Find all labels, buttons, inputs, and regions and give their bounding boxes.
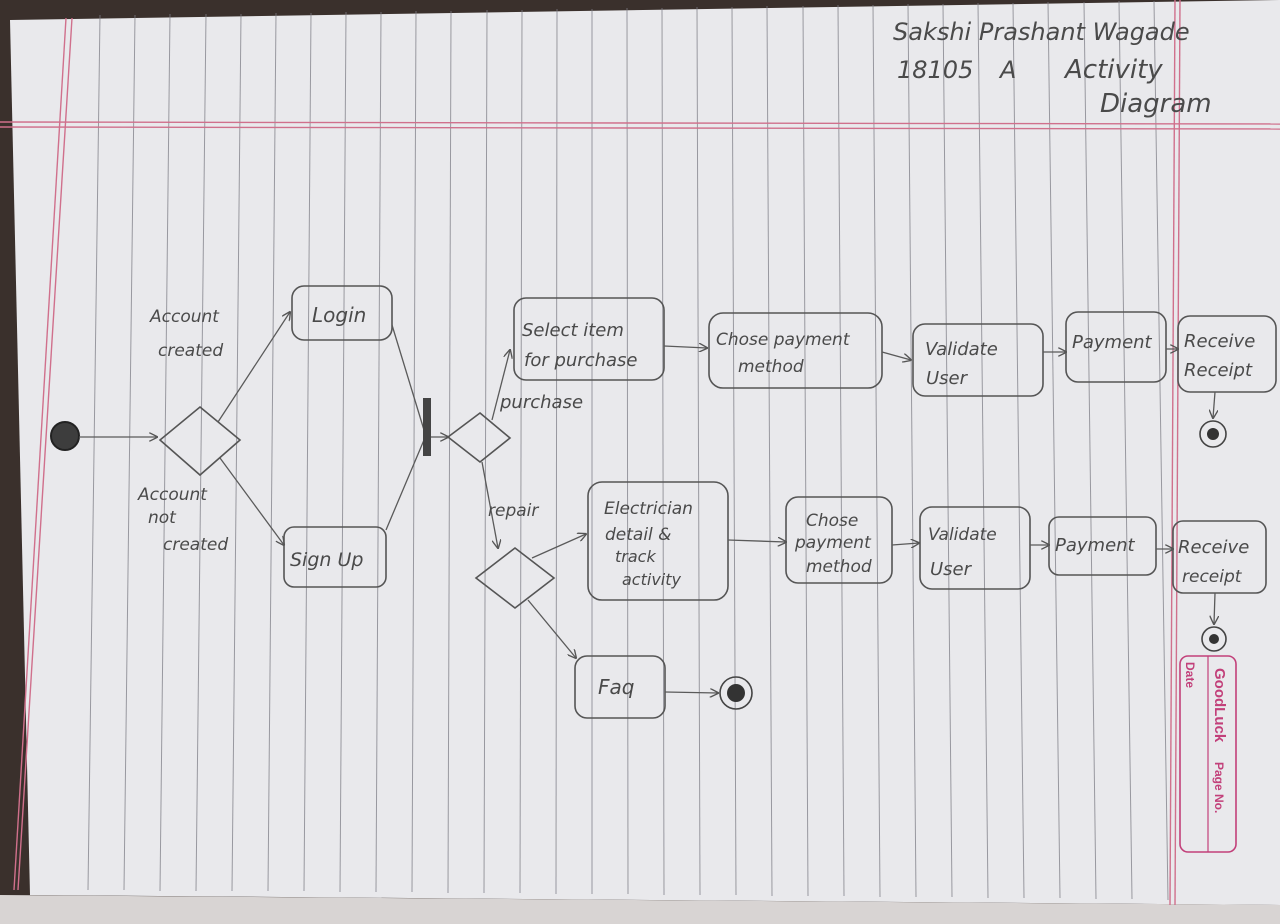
- header: Sakshi Prashant Wagade 18105 A Activity …: [893, 18, 1212, 119]
- final-node-repair-core: [1209, 634, 1219, 644]
- final-node-purchase-core: [1207, 428, 1219, 440]
- join-bar: [423, 398, 431, 456]
- activity-chose-payment-2: [785, 496, 893, 584]
- diagram-title-line1: Activity: [1063, 55, 1163, 85]
- activity-chose-payment-2-line3: method: [806, 557, 872, 577]
- flow-to-select-item: [491, 350, 510, 421]
- activity-receive-receipt-2: [1172, 520, 1267, 594]
- roll-number: 18105: [897, 56, 973, 84]
- activity-validate-user-1-line1: Validate: [925, 339, 998, 360]
- activity-faq-label: Faq: [598, 675, 634, 699]
- diagram-title-line2: Diagram: [1100, 89, 1212, 119]
- activity-receive-receipt-1: [1177, 315, 1277, 393]
- svg-text:Account: Account: [149, 307, 220, 327]
- author-name: Sakshi Prashant Wagade: [893, 18, 1190, 46]
- flow-to-repair: [481, 461, 498, 548]
- activity-signup-label: Sign Up: [290, 549, 363, 571]
- initial-node: [50, 421, 80, 451]
- flow-select-to-pay-method: [663, 346, 707, 348]
- final-node-repair: [1201, 626, 1227, 652]
- guard-purchase: purchase: [499, 392, 583, 413]
- flow-to-electrician: [531, 534, 586, 559]
- guard-account-not-created: Account not created: [137, 485, 228, 555]
- stamp-date-label: Date: [1183, 662, 1197, 688]
- flow-receipt-to-end-2: [1214, 592, 1215, 624]
- svg-text:created: created: [163, 535, 228, 555]
- activity-electrician-line2: detail &: [605, 525, 671, 545]
- activity-electrician-line4: activity: [622, 570, 682, 589]
- svg-text:Account: Account: [137, 485, 208, 505]
- activity-receive-receipt-2-line2: receipt: [1182, 567, 1243, 587]
- activity-payment-2-label: Payment: [1055, 535, 1136, 556]
- activity-chose-payment-1: [708, 312, 883, 389]
- notebook-stamp: GoodLuck Date Page No.: [1179, 655, 1237, 853]
- stamp-brand: GoodLuck: [1211, 668, 1228, 743]
- flow-pay-method-to-validate-1: [881, 351, 911, 360]
- flow-electrician-to-pay-method: [727, 540, 786, 542]
- activity-receive-receipt-1-line2: Receipt: [1184, 360, 1253, 381]
- final-node-faq: [719, 676, 753, 710]
- activity-receive-receipt-2-line1: Receive: [1178, 537, 1249, 558]
- activity-chose-payment-2-line1: Chose: [806, 511, 858, 531]
- stamp-page-label: Page No.: [1212, 762, 1226, 813]
- activity-validate-user-1-line2: User: [926, 368, 969, 389]
- decision-service: [446, 411, 512, 464]
- activity-login: [291, 285, 393, 341]
- activity-select-item-line1: Select item: [522, 320, 624, 341]
- activity-select-item: [513, 297, 665, 381]
- flow-to-signup: [219, 457, 284, 545]
- activity-electrician: [587, 481, 729, 601]
- activity-chose-payment-2-line2: payment: [794, 533, 872, 553]
- guard-account-created: Account created: [149, 307, 223, 361]
- flow-receipt-to-end-1: [1213, 391, 1215, 418]
- decision-account: [158, 405, 242, 477]
- activity-electrician-line3: track: [615, 547, 656, 566]
- guard-repair: repair: [488, 501, 539, 521]
- activity-select-item-line2: for purchase: [524, 350, 638, 371]
- final-node-purchase: [1199, 420, 1227, 448]
- activity-validate-user-1: [912, 323, 1044, 397]
- activity-faq: [574, 655, 666, 719]
- svg-text:created: created: [158, 341, 223, 361]
- activity-validate-user-2-line2: User: [930, 559, 973, 580]
- activity-signup: [283, 526, 387, 588]
- flow-to-faq: [527, 599, 576, 658]
- activity-chose-payment-1-line2: method: [738, 357, 804, 377]
- notebook-page: [10, 0, 1280, 905]
- activity-payment-2: [1048, 516, 1157, 576]
- flow-to-login: [217, 312, 290, 423]
- flow-faq-to-end: [664, 692, 718, 693]
- flow-signup-to-join: [385, 439, 425, 531]
- activity-validate-user-2: [919, 506, 1031, 590]
- activity-payment-1: [1065, 311, 1167, 383]
- activity-login-label: Login: [312, 303, 366, 327]
- svg-text:not: not: [148, 508, 177, 528]
- activity-payment-1-label: Payment: [1072, 332, 1153, 353]
- activity-electrician-line1: Electrician: [604, 499, 693, 519]
- activity-chose-payment-1-line1: Chose payment: [716, 330, 851, 350]
- flow-pay-method-to-validate-2: [891, 543, 919, 545]
- division: A: [998, 56, 1016, 84]
- final-node-faq-core: [727, 684, 745, 702]
- activity-validate-user-2-line1: Validate: [928, 525, 997, 545]
- decision-repair: [474, 546, 556, 610]
- activity-receive-receipt-1-line1: Receive: [1184, 331, 1255, 352]
- ruled-lines: [87, 0, 1169, 901]
- flow-login-to-join: [391, 324, 425, 431]
